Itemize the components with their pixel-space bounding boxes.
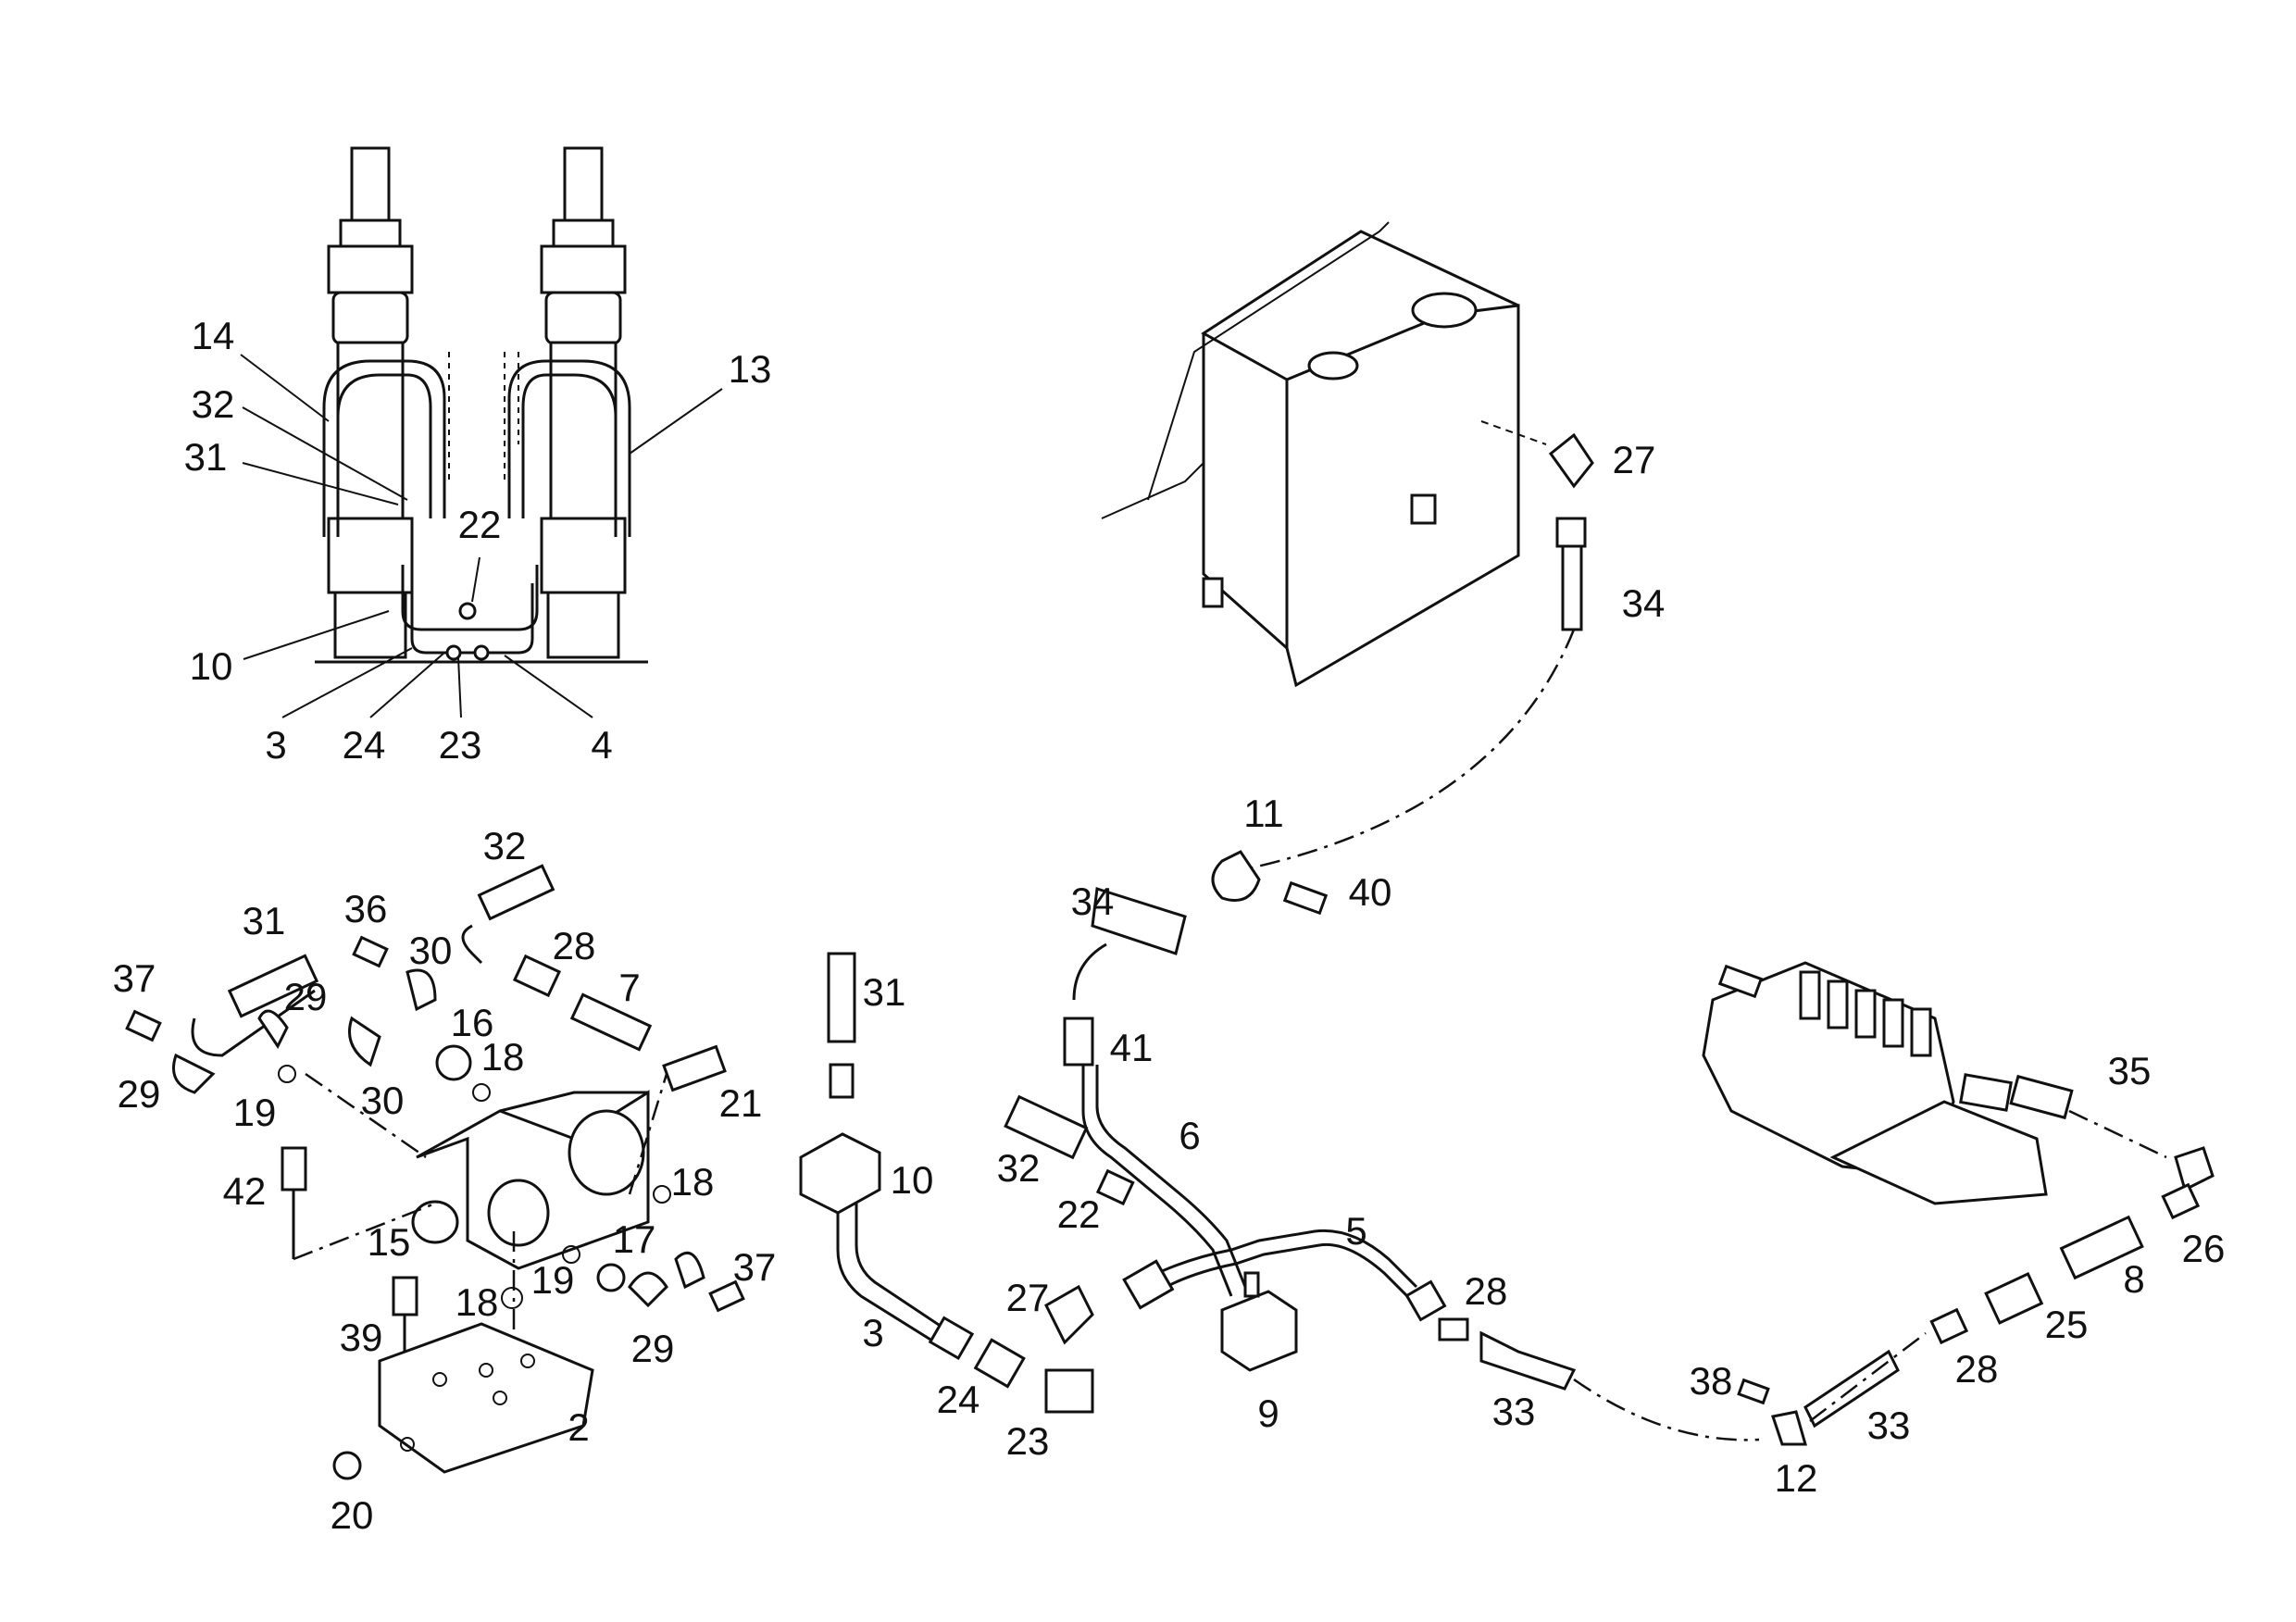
callout: 13 xyxy=(729,347,772,391)
callout: 32 xyxy=(997,1146,1041,1190)
center-piping-view: 31 10 3 24 23 27 32 22 6 5 9 11 40 34 41 xyxy=(799,792,1447,1463)
callout: 22 xyxy=(1057,1192,1101,1236)
callout: 7 xyxy=(618,966,640,1009)
callout: 11 xyxy=(1243,792,1284,835)
callout: 34 xyxy=(1071,880,1115,923)
callout: 12 xyxy=(1775,1456,1818,1500)
callout: 18 xyxy=(455,1280,499,1324)
callout: 17 xyxy=(613,1217,656,1261)
callout: 30 xyxy=(361,1079,405,1122)
callout: 27 xyxy=(1613,438,1656,481)
callout: 35 xyxy=(2108,1049,2152,1092)
callout: 41 xyxy=(1110,1026,1154,1069)
callout: 24 xyxy=(343,723,386,767)
callout: 24 xyxy=(937,1378,980,1421)
callout: 3 xyxy=(862,1311,883,1354)
valve-block-view: 32 31 36 30 28 7 37 29 16 18 21 29 19 30… xyxy=(113,824,777,1537)
callout: 38 xyxy=(1690,1359,1733,1403)
callout: 2 xyxy=(568,1405,589,1449)
control-valve-view: 28 33 38 12 33 28 25 8 26 35 xyxy=(1438,961,2226,1500)
callout: 33 xyxy=(1492,1390,1536,1433)
callout: 22 xyxy=(458,503,502,546)
callout: 9 xyxy=(1257,1391,1279,1435)
callout: 19 xyxy=(531,1258,575,1302)
callout: 42 xyxy=(223,1169,267,1213)
callout: 10 xyxy=(190,644,233,688)
callout: 34 xyxy=(1622,581,1666,625)
callout: 29 xyxy=(118,1072,161,1116)
callout: 8 xyxy=(2123,1257,2144,1301)
callout: 31 xyxy=(863,970,906,1014)
callout: 5 xyxy=(1345,1209,1366,1253)
callout: 27 xyxy=(1006,1276,1050,1319)
cylinder-assembly-view: 14 13 32 31 22 10 3 24 23 4 xyxy=(184,146,772,767)
callout: 36 xyxy=(344,887,388,930)
callout: 37 xyxy=(733,1245,777,1289)
callout: 16 xyxy=(451,1001,494,1044)
callout: 19 xyxy=(233,1091,277,1134)
callout: 6 xyxy=(1179,1114,1200,1157)
hydraulic-tank-view: 27 34 xyxy=(1101,221,1666,688)
callout: 29 xyxy=(631,1327,675,1370)
callout: 37 xyxy=(113,956,156,1000)
callout: 32 xyxy=(483,824,527,867)
callout: 31 xyxy=(184,435,228,479)
callout: 20 xyxy=(331,1493,374,1537)
callout: 28 xyxy=(1465,1269,1508,1313)
callout: 26 xyxy=(2182,1227,2226,1270)
callout: 10 xyxy=(891,1158,934,1202)
callout: 40 xyxy=(1349,870,1392,914)
callout: 33 xyxy=(1867,1404,1911,1447)
callout: 15 xyxy=(368,1220,411,1264)
callout: 30 xyxy=(409,929,453,972)
callout: 4 xyxy=(591,723,612,767)
callout: 23 xyxy=(1006,1419,1050,1463)
callout: 31 xyxy=(243,899,286,942)
callout: 28 xyxy=(553,924,596,967)
callout: 18 xyxy=(671,1160,715,1204)
callout: 29 xyxy=(284,975,328,1018)
callout: 3 xyxy=(265,723,286,767)
callout: 23 xyxy=(439,723,482,767)
callout: 14 xyxy=(192,314,235,357)
callout: 39 xyxy=(340,1316,383,1359)
callout: 18 xyxy=(481,1035,525,1079)
callout: 32 xyxy=(192,382,235,426)
connection-line xyxy=(1240,629,1576,872)
callout: 25 xyxy=(2045,1303,2089,1346)
callout: 28 xyxy=(1955,1347,1999,1391)
callout: 21 xyxy=(719,1081,763,1125)
